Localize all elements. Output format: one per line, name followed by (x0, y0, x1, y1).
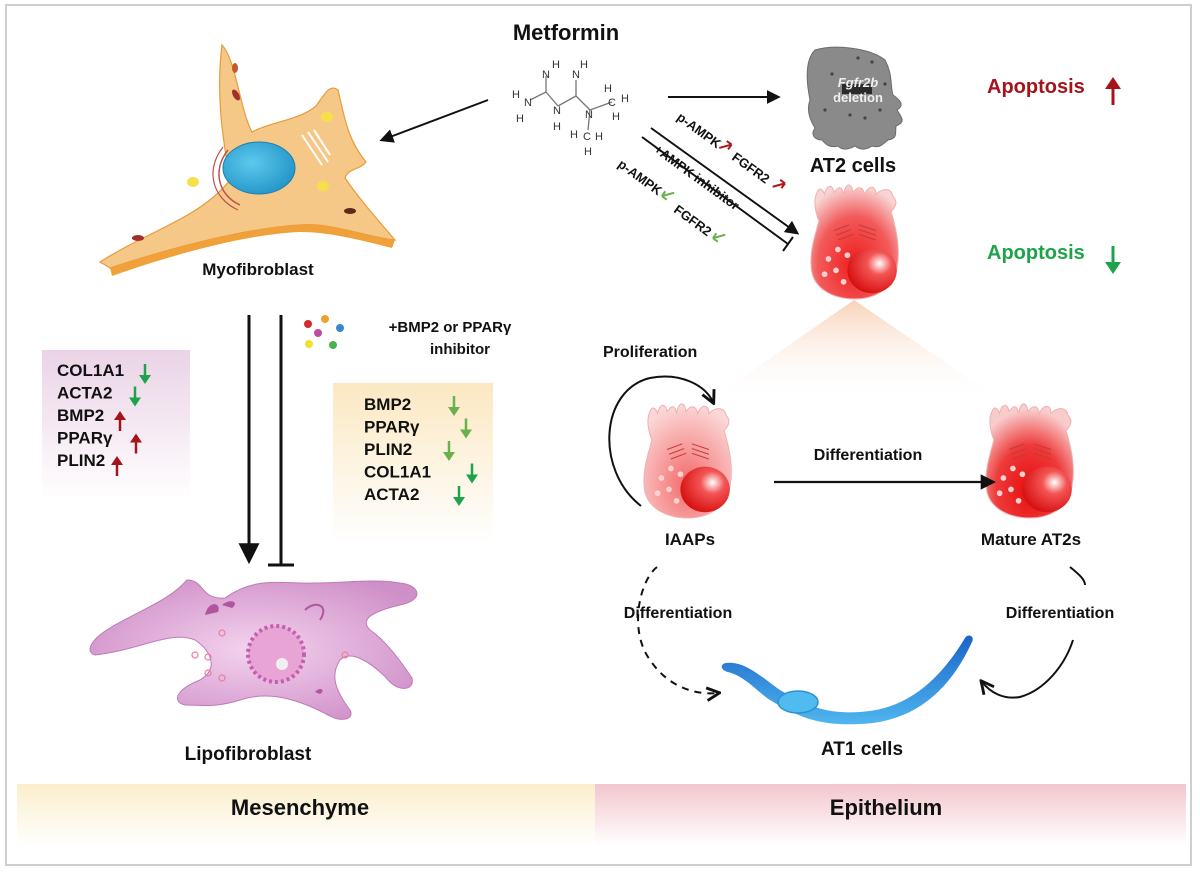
lipofibroblast-cell-icon (89, 579, 418, 720)
myofibroblast-label: Myofibroblast (202, 260, 314, 279)
arrow-up-icon (130, 433, 142, 454)
svg-text:H: H (570, 129, 578, 141)
lower-fgfr2-down-arrow-icon (712, 232, 726, 243)
mature-at2s-label: Mature AT2s (981, 530, 1081, 549)
arrow-down-icon (453, 486, 465, 506)
svg-text:H: H (595, 131, 603, 143)
gene-label: PPARγ (57, 429, 113, 448)
at1-cells-label: AT1 cells (821, 739, 903, 760)
mature-at2-cell-icon (985, 403, 1074, 519)
at2-deletion-cell-icon (806, 46, 903, 150)
gene-label: COL1A1 (57, 361, 124, 380)
lipofibroblast-label: Lipofibroblast (185, 744, 312, 765)
svg-text:N: N (572, 69, 580, 81)
upper-pampk-up-arrow-icon (718, 140, 733, 151)
arrow-down-icon (460, 418, 472, 439)
arrow-down-icon (139, 364, 151, 384)
gene-label: COL1A1 (364, 463, 431, 482)
epithelium-band (595, 784, 1186, 846)
gene-label: ACTA2 (57, 384, 112, 403)
solid-differentiation-arrow (982, 639, 1074, 699)
pathway-inhibition-bar (782, 236, 794, 252)
pathway-inhibitor-text: +AMPK inhibitor (651, 141, 742, 213)
solid-differentiation-arrow-top (1069, 566, 1086, 586)
gene-label: PPARγ (364, 418, 420, 437)
gene-label: PLIN2 (57, 451, 105, 470)
svg-text:+AMPK inhibitor: +AMPK inhibitor (651, 141, 742, 213)
pathway-upper-text: p-AMPK FGFR2 (674, 109, 786, 189)
gene-label: BMP2 (364, 395, 411, 414)
iaaps-cell-icon (643, 403, 732, 519)
svg-text:H: H (612, 111, 620, 123)
arrow-down-icon (129, 386, 141, 407)
svg-text:N: N (542, 69, 550, 81)
arrow-down-icon (1105, 246, 1121, 274)
svg-text:H: H (516, 113, 524, 125)
mesenchyme-band (17, 784, 595, 846)
deletion-label: deletion (833, 90, 883, 105)
svg-text:FGFR2: FGFR2 (671, 202, 714, 239)
arrow-down-icon (443, 441, 455, 461)
metformin-title: Metformin (513, 20, 619, 45)
pathway-inhibition-line (641, 136, 789, 245)
svg-text:N: N (553, 105, 561, 117)
fgfr2b-label: Fgfr2b (838, 75, 879, 90)
dashed-differentiation-arrow (637, 566, 718, 693)
inhibitor-dots-icon (304, 315, 344, 349)
arrow-up-icon (111, 456, 123, 476)
lower-pampk-down-arrow-icon (661, 190, 675, 201)
svg-text:N: N (524, 97, 532, 109)
gene-label: ACTA2 (364, 485, 419, 504)
svg-text:FGFR2: FGFR2 (729, 149, 772, 186)
pathway-activation-arrow (650, 127, 800, 235)
svg-text:H: H (584, 146, 592, 158)
svg-text:H: H (580, 59, 588, 71)
apoptosis-up-label: Apoptosis (987, 76, 1085, 98)
svg-text:H: H (604, 83, 612, 95)
differentiation-left-label: Differentiation (624, 605, 732, 622)
arrow-down-icon (466, 463, 478, 484)
proliferation-label: Proliferation (603, 344, 697, 361)
svg-text:C: C (583, 131, 591, 143)
mesenchyme-label: Mesenchyme (231, 795, 369, 820)
arrow-up-icon (1105, 77, 1121, 105)
svg-text:p-AMPK: p-AMPK (615, 156, 665, 198)
svg-text:N: N (585, 109, 593, 121)
myofibroblast-cell-icon (98, 43, 397, 276)
svg-text:H: H (552, 59, 560, 71)
at1-cell-icon (721, 635, 973, 725)
treatment-label-line1: +BMP2 or PPARγ (389, 319, 512, 336)
inhibitor-effects-box (333, 383, 493, 543)
at2-cells-label: AT2 cells (810, 155, 896, 177)
arrow-down-icon (448, 396, 460, 416)
apoptosis-down-label: Apoptosis (987, 242, 1085, 264)
upper-fgfr2-up-arrow-icon (772, 179, 786, 189)
arrow-up-icon (114, 411, 126, 431)
svg-text:p-AMPK: p-AMPK (674, 109, 724, 151)
iaaps-label: IAAPs (665, 530, 715, 549)
metformin-molecule-icon (529, 76, 613, 131)
gene-label: PLIN2 (364, 440, 412, 459)
arrow-to-myofibroblast (379, 99, 489, 143)
svg-text:H: H (553, 121, 561, 133)
differentiation-main-label: Differentiation (814, 447, 922, 464)
treatment-label-line2: inhibitor (430, 341, 490, 358)
gene-label: BMP2 (57, 406, 104, 425)
svg-text:H: H (512, 89, 520, 101)
proliferation-loop-arrow (608, 375, 713, 507)
differentiation-right-label: Differentiation (1006, 605, 1114, 622)
svg-text:H: H (621, 93, 629, 105)
svg-text:C: C (608, 97, 616, 109)
expansion-triangle (710, 300, 1000, 400)
at2-cell-icon (810, 184, 899, 300)
epithelium-label: Epithelium (830, 795, 942, 820)
